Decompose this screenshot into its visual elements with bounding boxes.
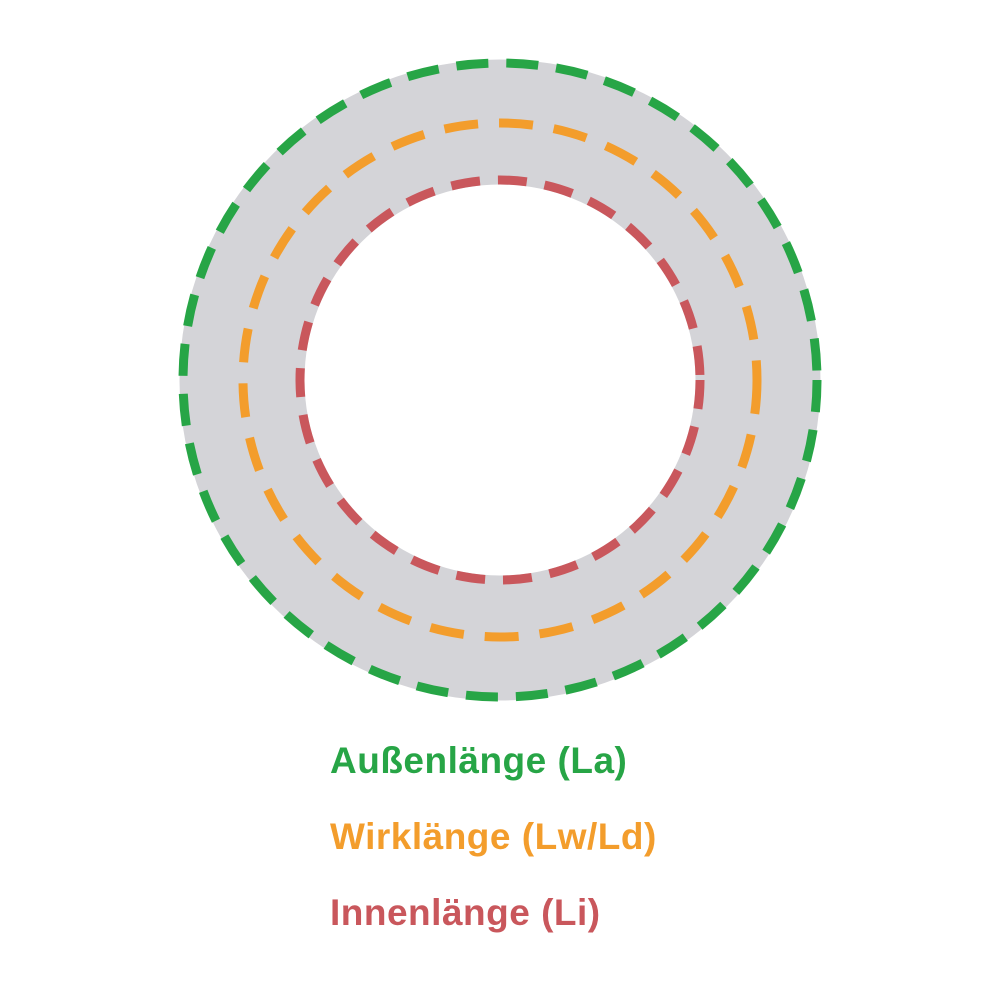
effective-length-label: Wirklänge (Lw/Ld) [330, 816, 657, 857]
effective-length-circle [238, 118, 762, 642]
outer-length-circle [178, 58, 822, 702]
outer-length-label: Außenlänge (La) [330, 740, 628, 781]
inner-length-circle [295, 175, 705, 585]
inner-length-label: Innenlänge (Li) [330, 892, 601, 933]
